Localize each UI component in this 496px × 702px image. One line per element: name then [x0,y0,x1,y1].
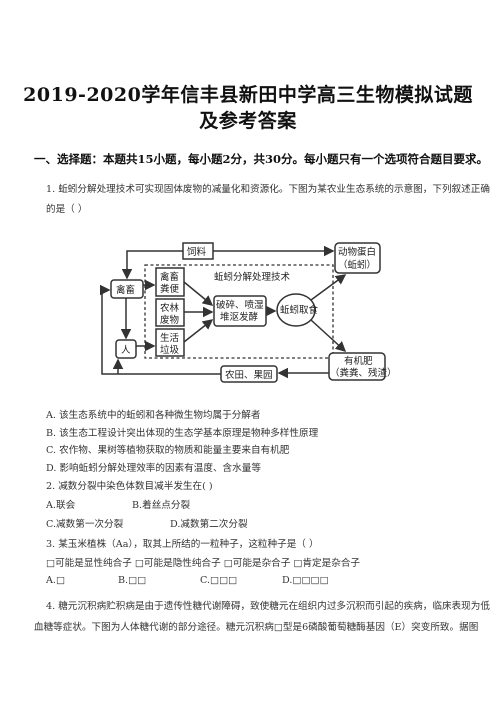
section-heading: 一、选择题：本题共15小题，每小题2分，共30分。每小题只有一个选项符合题目要求… [34,152,489,166]
q1-option-d: D. 影响蚯蚓分解处理效率的因素有温度、含水量等 [46,463,261,474]
human-box [115,339,137,359]
organic-fertilizer-label-1: 有机肥 [344,355,373,367]
earthworm-label: 蚯蚓取食 [280,304,319,316]
crop-waste-label-1: 农林 [160,302,180,314]
animal-protein-label-1: 动物蛋白 [338,246,376,258]
q4-line-2: 血糖等症状。下图为人体糖代谢的部分途径。糖元沉积病□型是6磷酸葡萄糖酶基因（E）… [34,622,479,633]
arrow-earthworm-fertilizer [310,319,347,353]
earthworm-circle [276,293,316,327]
q2-option-a: A.联会 [46,500,76,511]
title-line-2: 及参考答案 [199,110,297,132]
arrow-domestic-process [183,319,214,343]
process-label-2: 堆沤发酵 [220,311,259,323]
title-line-1: 2019-2020学年信丰县新田中学高三生物模拟试题 [23,84,473,106]
tech-title: 蚯蚓分解处理技术 [214,271,291,283]
q3-option-a: A.□ [46,575,66,586]
q2-options-row-2: C.减数第一次分裂 D.减数第二次分裂 [46,516,248,530]
q1-option-c: C. 农作物、果树等植物获取的物质和能量主要来自有机肥 [46,445,290,456]
domestic-waste-box [155,328,185,357]
organic-fertilizer-box [328,352,386,381]
q3-option-d: D.□□□□ [282,575,329,586]
q2-stem: 2. 减数分裂中染色体数目减半发生在( ) [46,481,213,492]
domestic-waste-label-2: 垃圾 [160,344,180,356]
arrow-feed-livestock [121,250,183,280]
tech-frame [144,264,334,359]
animal-protein-box [334,242,381,274]
human-label: 人 [121,345,131,356]
q2-option-b: B.着丝点分裂 [132,500,191,511]
q2-options-row-1: A.联会 B.着丝点分裂 [46,497,190,511]
q3-option-b: B.□□ [118,575,147,586]
q3-stem: 3. 某玉米植株（Aa），取其上所结的一粒种子，这粒种子是（ ） [46,539,319,550]
q1-stem-line-2: 的是（ ） [46,204,88,215]
manure-label-2: 粪便 [160,283,180,295]
farmland-label: 农田、果园 [225,369,273,381]
arrow-manure-process [183,281,214,306]
livestock-box [110,279,144,299]
q1-option-a: A. 该生态系统中的蚯蚓和各种微生物均属于分解者 [46,410,261,421]
arrow-earthworm-protein [310,274,347,301]
q3-statements: □可能是显性纯合子 □可能是隐性纯合子 □可能是杂合子 □肯定是杂合子 [46,558,361,569]
organic-fertilizer-label-2: （粪粪、残渣） [330,367,397,379]
manure-label-1: 禽畜 [160,271,179,283]
q3-options-row: A.□ B.□□ C.□□□ D.□□□□ [46,575,329,586]
q4-line-1: 4. 糖元沉积病贮积病是由于遗传性糖代谢障碍，致使糖元在组织内过多沉积而引起的疾… [46,601,490,612]
animal-protein-label-2: （蚯蚓） [338,259,376,271]
domestic-waste-label-1: 生活 [160,332,180,344]
q2-option-d: D.减数第二次分裂 [170,519,248,530]
livestock-label: 禽畜 [116,284,135,296]
arrow-farmland-livestock [100,284,221,375]
q3-option-c: C.□□□ [200,575,238,586]
q1-option-b: B. 该生态工程设计突出体现的生态学基本原理是物种多样性原理 [46,428,319,439]
crop-waste-label-2: 废物 [160,314,180,326]
feed-label: 饲料 [187,246,207,258]
q1-stem-line-1: 1. 蚯蚓分解处理技术可实现固体废物的减量化和资源化。下图为某农业生态系统的示意… [46,184,490,195]
q2-option-c: C.减数第一次分裂 [46,519,124,530]
process-label-1: 破碎、喷湿 [216,299,264,311]
